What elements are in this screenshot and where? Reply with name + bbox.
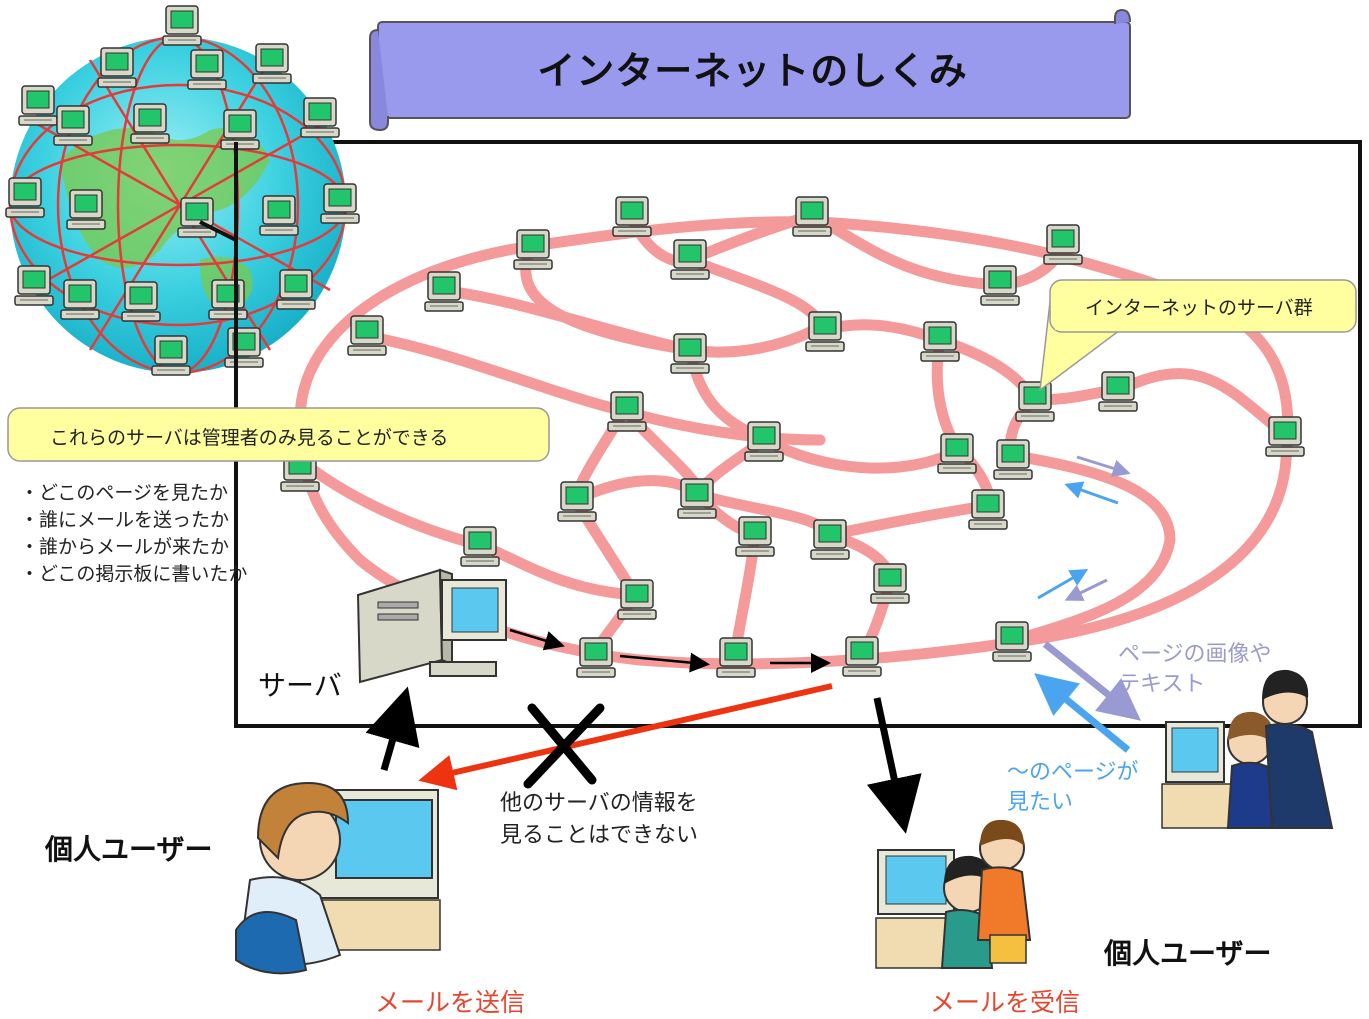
x-mark-icon — [523, 703, 605, 789]
person-at-computer-icon — [235, 781, 441, 975]
server-tower-icon — [356, 568, 507, 684]
no-access-note: 他のサーバの情報を 見ることはできない — [500, 788, 698, 852]
person-at-computer-icon — [875, 819, 1032, 969]
network-frame — [234, 140, 1362, 728]
data-path-arrows — [509, 628, 831, 673]
callout-bubble-admin — [7, 407, 550, 462]
callout-servers-text: インターネットのサーバ群 — [1085, 297, 1313, 319]
request-response-arrows — [1034, 455, 1141, 753]
server-label: サーバ — [258, 669, 342, 702]
person-at-computer-icon — [1161, 669, 1334, 829]
page-title: インターネットのしくみ — [537, 49, 968, 93]
mail-send-arrow — [418, 683, 833, 791]
admin-list-item: ・誰にメールを送ったか — [20, 509, 230, 531]
globe-connector — [199, 142, 238, 410]
request-line: 見たい — [1007, 790, 1074, 815]
admin-visibility-list: ・どこのページを見たか ・誰にメールを送ったか ・誰からメールが来たか ・どこの… — [20, 480, 247, 588]
title-banner — [369, 8, 1131, 132]
page-content-line: テキスト — [1118, 672, 1206, 697]
user-label-right: 個人ユーザー — [1104, 937, 1272, 970]
user-label-left: 個人ユーザー — [45, 833, 213, 866]
no-access-line: 見ることはできない — [500, 823, 699, 848]
page-content-line: ページの画像や — [1118, 642, 1272, 667]
mail-send-label: メールを送信 — [375, 988, 526, 1017]
page-content-label: ページの画像や テキスト — [1118, 640, 1272, 700]
admin-list-item: ・どこの掲示板に書いたか — [20, 563, 248, 585]
globe-icon — [5, 5, 360, 376]
mail-receive-label: メールを受信 — [930, 988, 1081, 1017]
admin-list-item: ・どこのページを見たか — [20, 482, 229, 504]
download-arrow — [866, 697, 922, 834]
request-line: ～のページが — [1007, 760, 1139, 785]
upload-arrow — [365, 686, 420, 771]
request-label: ～のページが 見たい — [1007, 758, 1139, 818]
no-access-line: 他のサーバの情報を — [500, 791, 698, 816]
admin-list-item: ・誰からメールが来たか — [20, 536, 230, 558]
callout-bubble-servers — [1039, 279, 1357, 392]
callout-admin-text: これらのサーバは管理者のみ見ることができる — [50, 427, 449, 449]
